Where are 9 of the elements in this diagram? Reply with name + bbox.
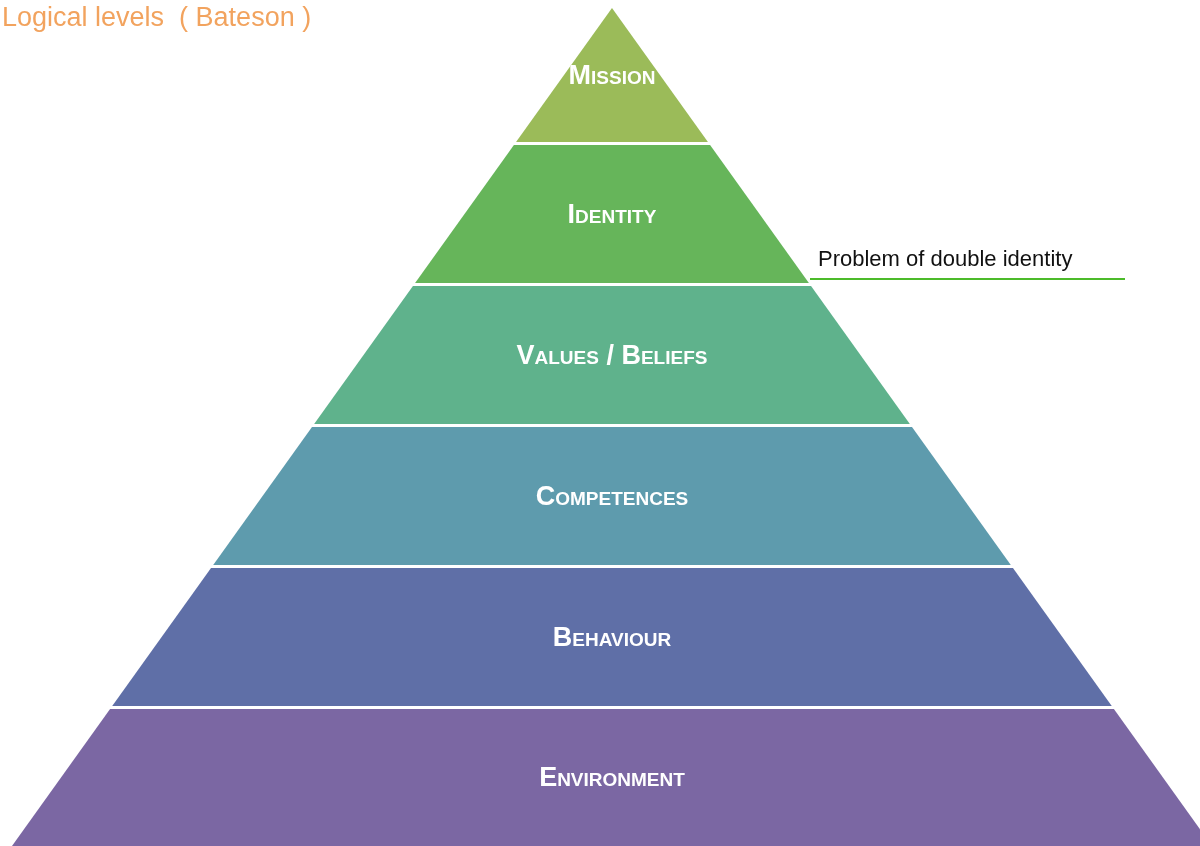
level-label: Identity (567, 198, 657, 230)
annotation-note: Problem of double identity (810, 246, 1125, 280)
level-label: Values / Beliefs (516, 339, 708, 371)
level-label: Mission (568, 59, 656, 91)
pyramid-level (12, 709, 1200, 846)
diagram-title: Logical levels ( Bateson ) (2, 2, 312, 32)
level-label: Competences (535, 480, 689, 512)
level-label: Environment (539, 762, 685, 793)
level-label: Behaviour (552, 621, 672, 653)
